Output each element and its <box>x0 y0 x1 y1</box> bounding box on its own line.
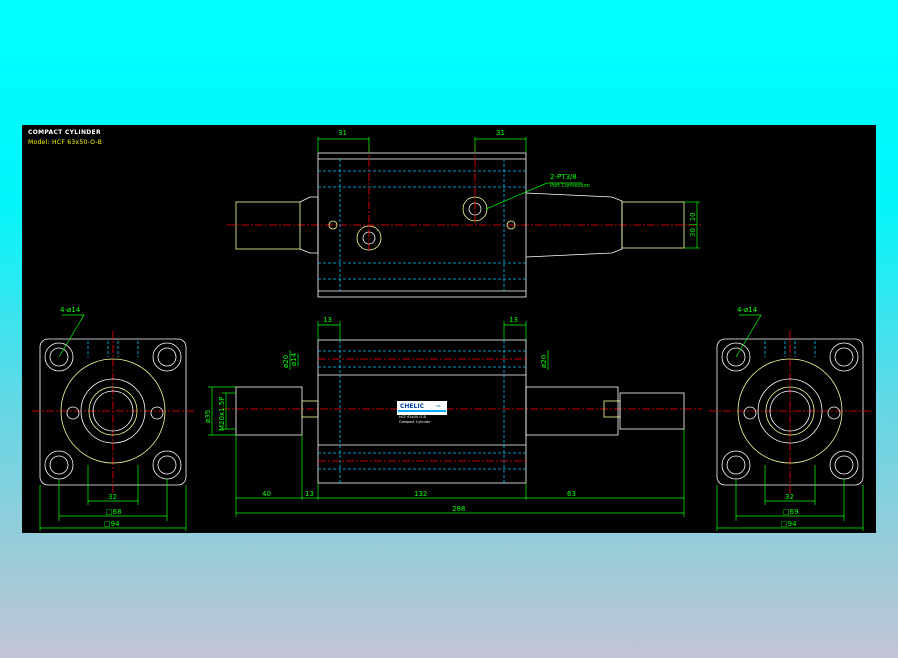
left-hole-bl <box>44 450 74 480</box>
dim-left-94: □94 <box>104 520 120 528</box>
dim-right-69: □69 <box>783 508 799 516</box>
top-screw-right <box>506 220 516 230</box>
left-hole-tr <box>152 342 182 372</box>
dim-top-left: 31 <box>338 129 347 137</box>
drawing-title: COMPACT CYLINDER <box>28 129 101 136</box>
top-screw-left <box>328 220 338 230</box>
front-left-rod <box>235 386 303 436</box>
drawing-canvas: .ol { stroke:#ffffff; fill:none; stroke-… <box>32 129 871 531</box>
front-right-rod <box>525 386 619 436</box>
callout-port-sub: Port Connection <box>550 183 590 189</box>
left-hole-tl <box>44 342 74 372</box>
left-end-view <box>32 314 194 531</box>
right-hole-tl <box>721 342 751 372</box>
callout-holes-left: 4-ø14 <box>60 306 81 314</box>
dim-d20-right: ø20 <box>540 355 548 368</box>
dim-right-32: 32 <box>785 493 794 501</box>
dim-total: 288 <box>452 505 465 513</box>
top-right-rod <box>621 201 685 249</box>
callout-port: 2-PT3/8 <box>550 173 577 181</box>
model-line: Model: HCF 63x50-O-B <box>28 139 103 146</box>
dim-thread: M20x1.5P <box>218 397 226 431</box>
dim-63: 63 <box>567 490 576 498</box>
top-left-rod <box>235 201 301 250</box>
top-body <box>317 152 527 298</box>
nameplate-mark: TM <box>435 404 441 408</box>
dim-d14-left: ø14 <box>290 352 298 366</box>
top-view <box>227 137 702 298</box>
dim-left-68: □68 <box>106 508 122 516</box>
dim-top-right: 31 <box>496 129 505 137</box>
dim-left-32: 32 <box>108 493 117 501</box>
cad-drawing: COMPACT CYLINDER Model: HCF 63x50-O-B .o… <box>22 125 876 533</box>
dim-right-94: □94 <box>781 520 797 528</box>
front-view <box>208 321 702 517</box>
callout-holes-right: 4-ø14 <box>737 306 758 314</box>
nameplate-desc: Compact Cylinder <box>399 420 431 424</box>
dim-rod-side: 30 | 10 <box>689 212 697 237</box>
dim-mid-right: 13 <box>509 316 518 324</box>
right-hole-br <box>829 450 859 480</box>
left-hole-br <box>152 450 182 480</box>
dim-13: 13 <box>305 490 314 498</box>
dim-40: 40 <box>262 490 271 498</box>
nameplate-brand: CHELIC <box>400 403 425 410</box>
dim-mid-left: 13 <box>323 316 332 324</box>
dim-d20-left: ø20 <box>282 355 290 368</box>
right-hole-tr <box>829 342 859 372</box>
dim-132: 132 <box>414 490 427 498</box>
dim-d35: ø35 <box>204 410 212 423</box>
right-hole-bl <box>721 450 751 480</box>
right-end-view <box>709 314 871 531</box>
nameplate-model: HCF 63x50-O-B <box>399 415 427 419</box>
